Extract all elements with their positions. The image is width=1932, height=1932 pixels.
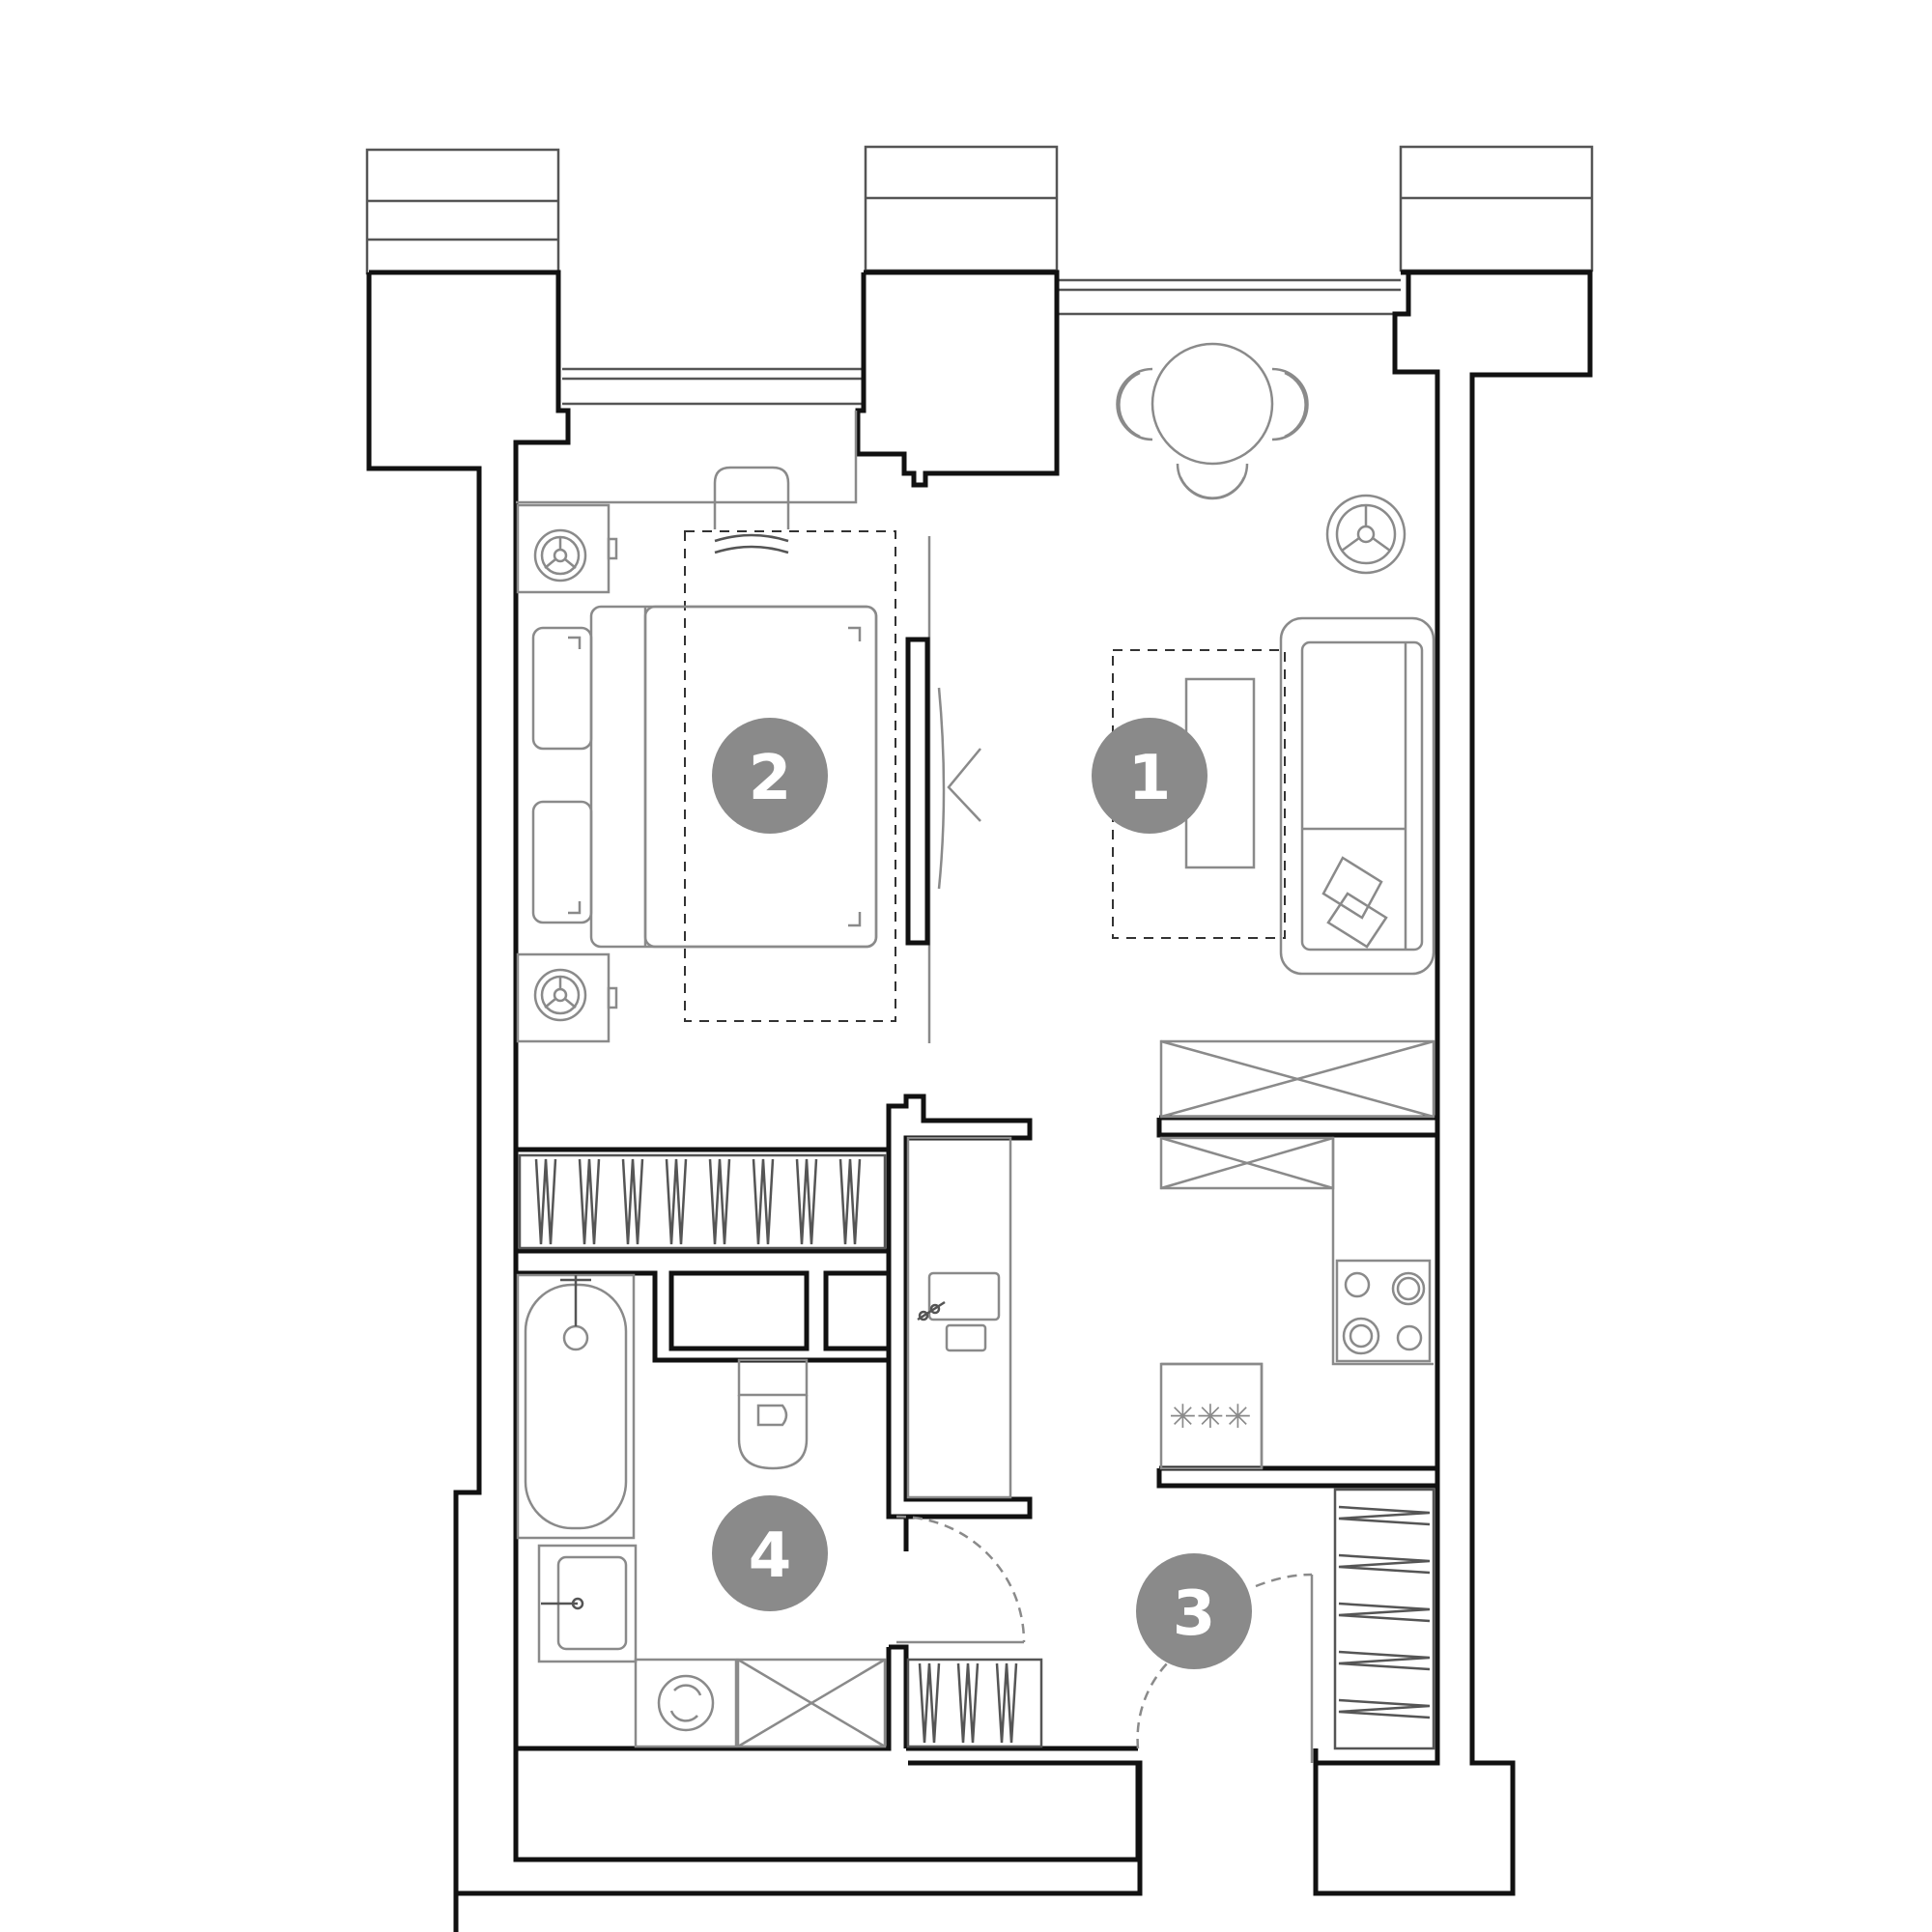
washbasin-icon — [537, 1544, 638, 1663]
exterior-walls — [366, 270, 1593, 1932]
desk-chair-icon — [713, 466, 790, 554]
room-number-1: 1 — [1128, 743, 1172, 814]
kitchen-counter-left — [906, 1136, 1012, 1499]
door-swing-icon — [1255, 1573, 1314, 1763]
dining-table-icon — [1116, 342, 1309, 500]
rug-icon — [1112, 649, 1286, 939]
washing-machine-icon — [634, 1658, 738, 1748]
room-badge-1[interactable]: 1 — [1092, 718, 1208, 834]
interior-walls — [516, 1094, 1437, 1763]
wardrobe-icon — [518, 1153, 887, 1250]
sofa-icon — [1279, 616, 1435, 976]
room-badge-3[interactable]: 3 — [1136, 1553, 1252, 1669]
desk-icon — [516, 411, 858, 504]
nightstand-icon — [516, 503, 618, 594]
door-swing-icon — [895, 1515, 1026, 1644]
toilet-icon — [737, 1358, 809, 1470]
chair-icon — [1176, 463, 1249, 500]
tv-icon — [905, 536, 981, 1043]
room-badge-4[interactable]: 4 — [712, 1495, 828, 1611]
kitchen-counter-right — [1159, 1138, 1434, 1470]
wardrobe-icon — [1159, 1136, 1335, 1190]
double-bed-icon — [531, 605, 878, 949]
svg-text:✳✳✳: ✳✳✳ — [1169, 1398, 1251, 1436]
room-number-2: 2 — [749, 743, 792, 814]
chair-icon — [1116, 367, 1153, 441]
floor-lamp-icon — [1325, 494, 1406, 575]
wardrobe-icon — [906, 1658, 1043, 1748]
storage-cabinet-icon — [736, 1658, 887, 1748]
cooktop-icon — [1335, 1259, 1432, 1363]
nightstand-icon — [516, 952, 618, 1043]
room-number-3: 3 — [1173, 1578, 1216, 1650]
wardrobe-icon — [1159, 1039, 1435, 1119]
rug-icon — [684, 530, 896, 1022]
kitchen-sink-icon — [917, 1271, 1001, 1352]
dishwasher-icon: ✳✳✳ — [1169, 1398, 1251, 1436]
bathtub-icon — [516, 1273, 636, 1540]
wardrobe-icon — [1333, 1488, 1435, 1750]
door-swing-icon — [1136, 1661, 1170, 1749]
room-badge-2[interactable]: 2 — [712, 718, 828, 834]
pillar-left — [369, 270, 571, 1860]
chair-icon — [1271, 367, 1309, 441]
room-number-4: 4 — [749, 1520, 792, 1592]
